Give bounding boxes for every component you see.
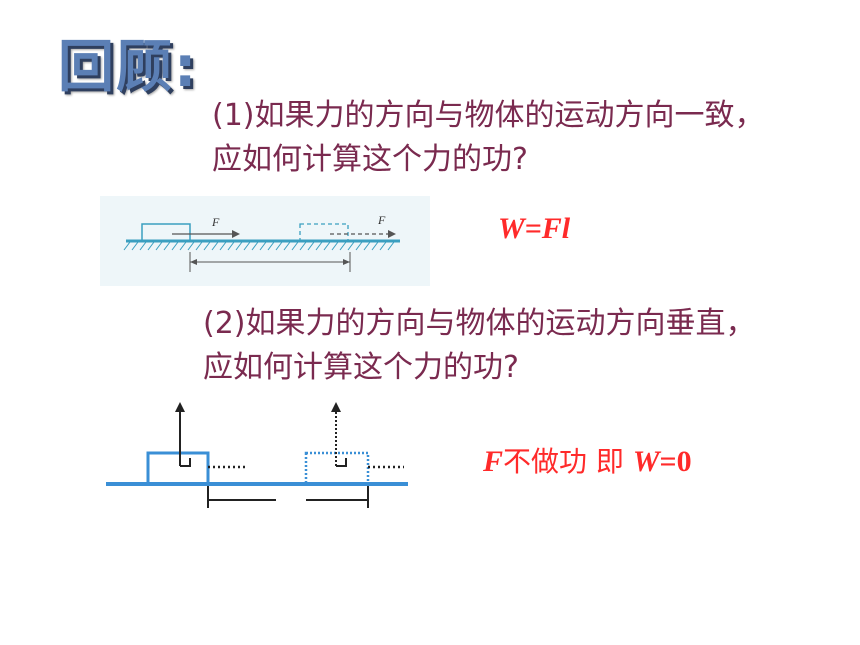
right-angle-mark-1 [180, 458, 191, 467]
diagram-parallel-force: F F [100, 196, 430, 286]
ground-hatching [123, 241, 395, 251]
block-end [304, 451, 370, 486]
force-arrowhead-2 [388, 230, 396, 238]
formula-no-work: F不做功 即 W=0 [483, 440, 692, 480]
question-2: (2)如果力的方向与物体的运动方向垂直，应如何计算这个力的功? [203, 306, 756, 385]
force-label-1: F [211, 215, 220, 229]
block-start [146, 451, 210, 486]
diagram-perpendicular-force [106, 402, 408, 508]
block-end [299, 223, 349, 242]
displacement-arrow-left [190, 259, 197, 265]
formula-work: W=Fl [498, 212, 571, 245]
force-arrowhead-1 [232, 230, 240, 238]
force-arrowhead-up-1 [175, 402, 185, 412]
block-start [141, 223, 191, 242]
formula-rest: =0 [659, 445, 692, 478]
formula-f: F [483, 445, 504, 478]
question-1: (1)如果力的方向与物体的运动方向一致，应如何计算这个力的功? [212, 98, 765, 177]
formula-text: 不做功 即 [503, 445, 633, 478]
displacement-arrow-right [343, 259, 350, 265]
slide-title: 回顾: [58, 35, 199, 100]
force-label-2: F [377, 213, 386, 227]
force-arrowhead-up-2 [331, 402, 341, 412]
formula-w: W [632, 445, 660, 478]
right-angle-mark-2 [336, 458, 347, 467]
